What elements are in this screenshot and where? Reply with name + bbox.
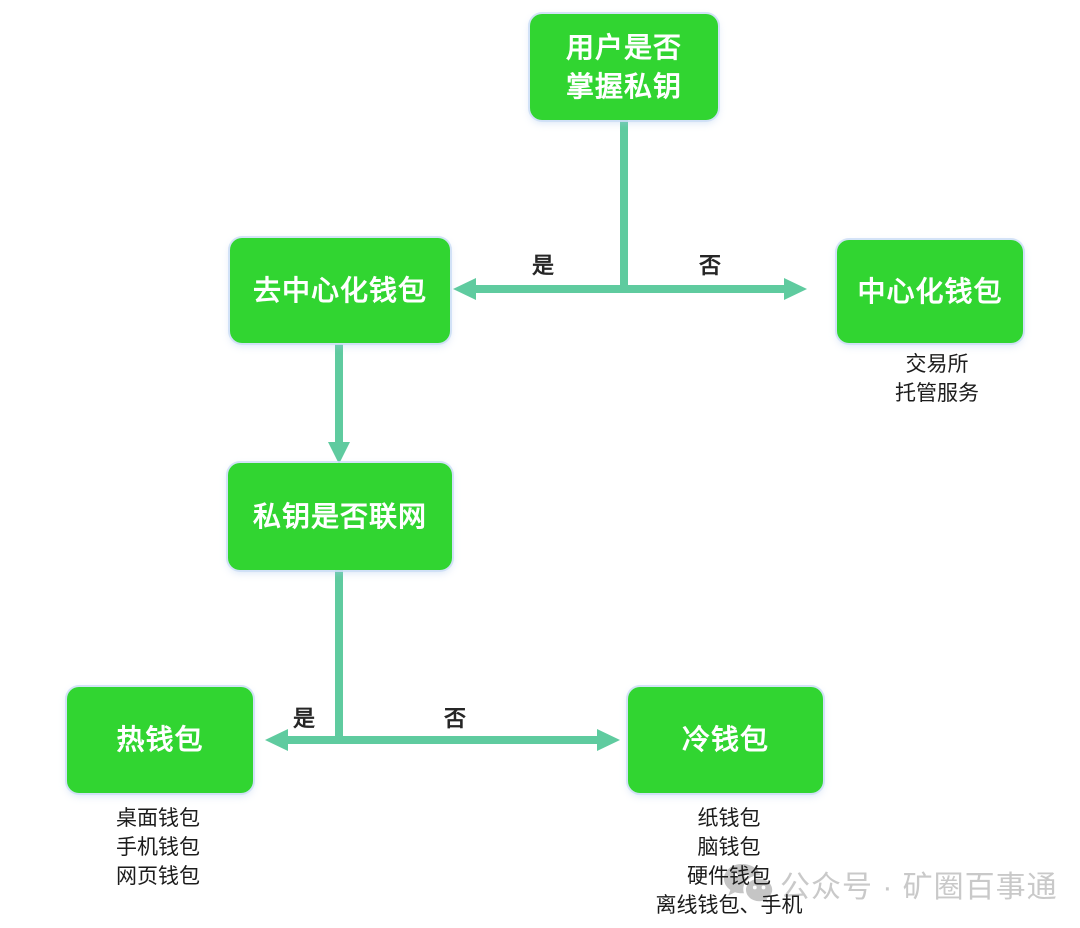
arrowhead-left-top [453, 278, 476, 300]
arrowhead-right-bottom [597, 729, 620, 751]
arrowhead-left-bottom [265, 729, 288, 751]
watermark-text: 公众号 · 矿圈百事通 [780, 871, 1058, 904]
node-hot-label: 热钱包 [116, 724, 204, 756]
node-root-question: 用户是否 掌握私钥 [530, 14, 718, 120]
note-line: 纸钱包 [697, 807, 761, 830]
node-cold-wallet: 冷钱包 [628, 687, 823, 793]
node-cold-label: 冷钱包 [681, 724, 769, 756]
note-line: 手机钱包 [116, 836, 200, 859]
note-line: 桌面钱包 [116, 807, 200, 830]
edge-label-bottom-yes: 是 [292, 706, 316, 731]
edge-label-top-yes: 是 [531, 253, 555, 278]
note-hot-examples: 桌面钱包 手机钱包 网页钱包 [116, 804, 200, 891]
edge-label-bottom-no: 否 [443, 706, 467, 731]
watermark: 公众号 · 矿圈百事通 [722, 862, 1058, 906]
node-key-online-question: 私钥是否联网 [228, 463, 452, 570]
edge-label-top-no: 否 [698, 253, 722, 278]
node-hot-wallet: 热钱包 [67, 687, 253, 793]
node-root-line2: 掌握私钥 [565, 71, 682, 102]
node-centralized-wallet: 中心化钱包 [837, 240, 1023, 343]
note-line: 硬件钱包 [687, 865, 771, 888]
note-line: 离线钱包、手机 [655, 894, 803, 917]
node-decentralized-wallet: 去中心化钱包 [230, 238, 450, 343]
node-root-line1: 用户是否 [565, 31, 682, 63]
note-line: 脑钱包 [697, 836, 761, 859]
arrowhead-right-top [784, 278, 807, 300]
wechat-icon [724, 864, 773, 903]
note-cold-examples: 纸钱包 脑钱包 硬件钱包 离线钱包、手机 [656, 804, 803, 920]
node-key-online-label: 私钥是否联网 [252, 500, 427, 532]
node-decentralized-label: 去中心化钱包 [252, 274, 427, 306]
note-line: 交易所 [905, 353, 969, 376]
note-line: 网页钱包 [116, 865, 200, 888]
arrowhead-down-keyonline [328, 442, 350, 464]
note-centralized-examples: 交易所 托管服务 [895, 350, 979, 408]
note-line: 托管服务 [895, 382, 979, 405]
node-centralized-label: 中心化钱包 [857, 275, 1003, 307]
